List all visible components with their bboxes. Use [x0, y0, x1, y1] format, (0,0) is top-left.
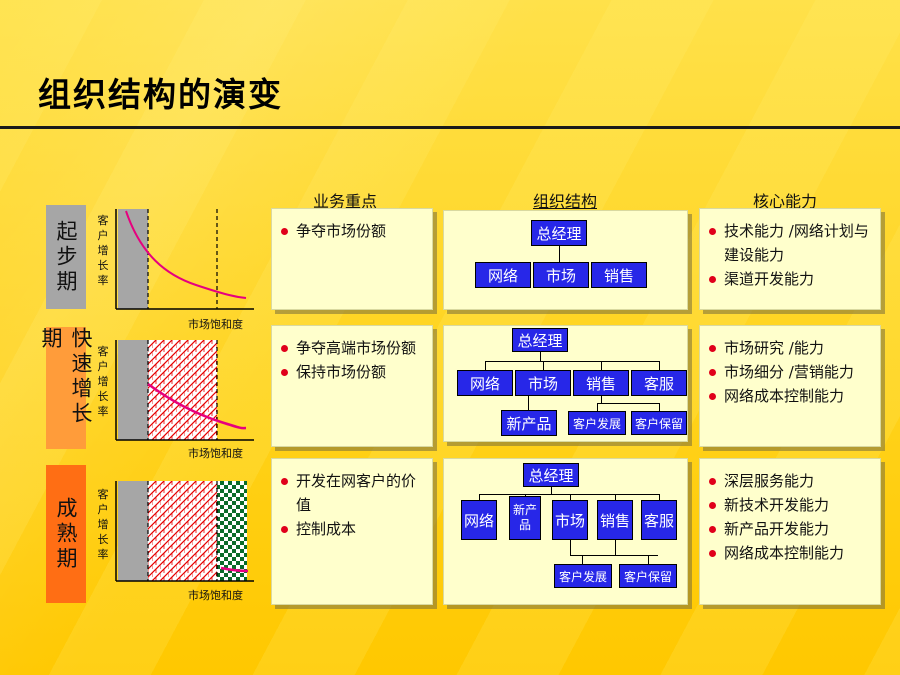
org-box-dept: 客服 [631, 370, 687, 396]
growth-rate-curve [147, 382, 247, 430]
stage-label-growth: 快速增长期 [39, 327, 93, 449]
focus-panel-startup: 争夺市场份额 [271, 208, 433, 310]
startup-phase-area [118, 340, 148, 440]
chart-mature: 客户增长率 市场饱和度 [96, 477, 256, 602]
capability-panel-growth: 市场研究 /能力 市场细分 /营销能力 网络成本控制能力 [699, 325, 881, 447]
capability-item: 深层服务能力 [709, 469, 872, 493]
org-box-gm: 总经理 [523, 463, 579, 487]
startup-phase-area [118, 209, 148, 309]
growth-phase-area [148, 481, 217, 581]
org-box-dept: 市场 [533, 262, 589, 288]
org-box-dept: 网络 [461, 500, 497, 540]
org-box-dept: 市场 [552, 500, 588, 540]
stage-label-startup: 起步期 [46, 205, 86, 309]
capability-item: 渠道开发能力 [709, 267, 872, 291]
growth-curve-plot [115, 340, 254, 441]
column-header-structure: 组织结构 [532, 192, 597, 211]
chart-startup: 客户增长率 市场饱和度 [96, 205, 256, 331]
capability-item: 技术能力 /网络计划与建设能力 [709, 219, 872, 267]
org-panel-mature: 总经理 网络 新产品 市场 销售 客服 客户发展 客户保留 [443, 458, 688, 605]
capability-item: 网络成本控制能力 [709, 384, 872, 408]
org-box-sub: 客户发展 [554, 564, 612, 588]
focus-panel-mature: 开发在网客户的价值 控制成本 [271, 458, 433, 605]
org-panel-startup: 总经理 网络 市场 销售 [443, 210, 688, 310]
capability-panel-startup: 技术能力 /网络计划与建设能力 渠道开发能力 [699, 208, 881, 310]
org-box-sub: 新产品 [501, 410, 557, 436]
chart-growth: 客户增长率 市场饱和度 [96, 336, 256, 460]
org-box-dept: 销售 [591, 262, 647, 288]
x-axis-label: 市场饱和度 [188, 589, 243, 602]
capability-item: 市场细分 /营销能力 [709, 360, 872, 384]
growth-rate-curve [220, 566, 249, 573]
mature-phase-area [217, 481, 247, 581]
y-axis-label: 客户增长率 [97, 214, 109, 287]
org-box-sub: 客户发展 [568, 411, 626, 435]
capability-item: 市场研究 /能力 [709, 336, 872, 360]
focus-item: 保持市场份额 [281, 360, 424, 384]
focus-item: 争夺高端市场份额 [281, 336, 424, 360]
org-box-gm: 总经理 [512, 328, 568, 352]
growth-curve-plot [115, 481, 254, 582]
focus-item: 争夺市场份额 [281, 219, 424, 243]
capability-panel-mature: 深层服务能力 新技术开发能力 新产品开发能力 网络成本控制能力 [699, 458, 881, 605]
org-panel-growth: 总经理 网络 市场 销售 客服 新产品 客户发展 客户保留 [443, 325, 688, 442]
org-box-dept: 网络 [457, 370, 513, 396]
stage-label-mature: 成熟期 [46, 465, 86, 603]
capability-item: 网络成本控制能力 [709, 541, 872, 565]
y-axis-label: 客户增长率 [97, 488, 109, 561]
column-header-capability: 核心能力 [752, 192, 817, 211]
focus-item: 控制成本 [281, 517, 424, 541]
focus-panel-growth: 争夺高端市场份额 保持市场份额 [271, 325, 433, 447]
x-axis-label: 市场饱和度 [188, 447, 243, 460]
org-box-dept: 销售 [597, 500, 633, 540]
startup-phase-area [118, 481, 148, 581]
growth-curve-plot [115, 209, 254, 310]
org-box-gm: 总经理 [531, 220, 587, 246]
title-divider [0, 126, 900, 129]
growth-phase-area [148, 340, 217, 440]
org-box-sub: 客户保留 [619, 564, 677, 588]
org-box-dept: 新产品 [509, 496, 541, 540]
column-header-focus: 业务重点 [312, 192, 377, 211]
slide-title: 组织结构的演变 [38, 75, 283, 114]
org-box-dept: 网络 [475, 262, 531, 288]
capability-item: 新技术开发能力 [709, 493, 872, 517]
org-box-sub: 客户保留 [631, 411, 687, 435]
growth-rate-curve [125, 210, 247, 299]
focus-item: 开发在网客户的价值 [281, 469, 424, 517]
org-box-dept: 销售 [573, 370, 629, 396]
x-axis-label: 市场饱和度 [188, 318, 243, 331]
y-axis-label: 客户增长率 [97, 345, 109, 418]
org-box-dept: 市场 [515, 370, 571, 396]
capability-item: 新产品开发能力 [709, 517, 872, 541]
org-box-dept: 客服 [641, 500, 677, 540]
